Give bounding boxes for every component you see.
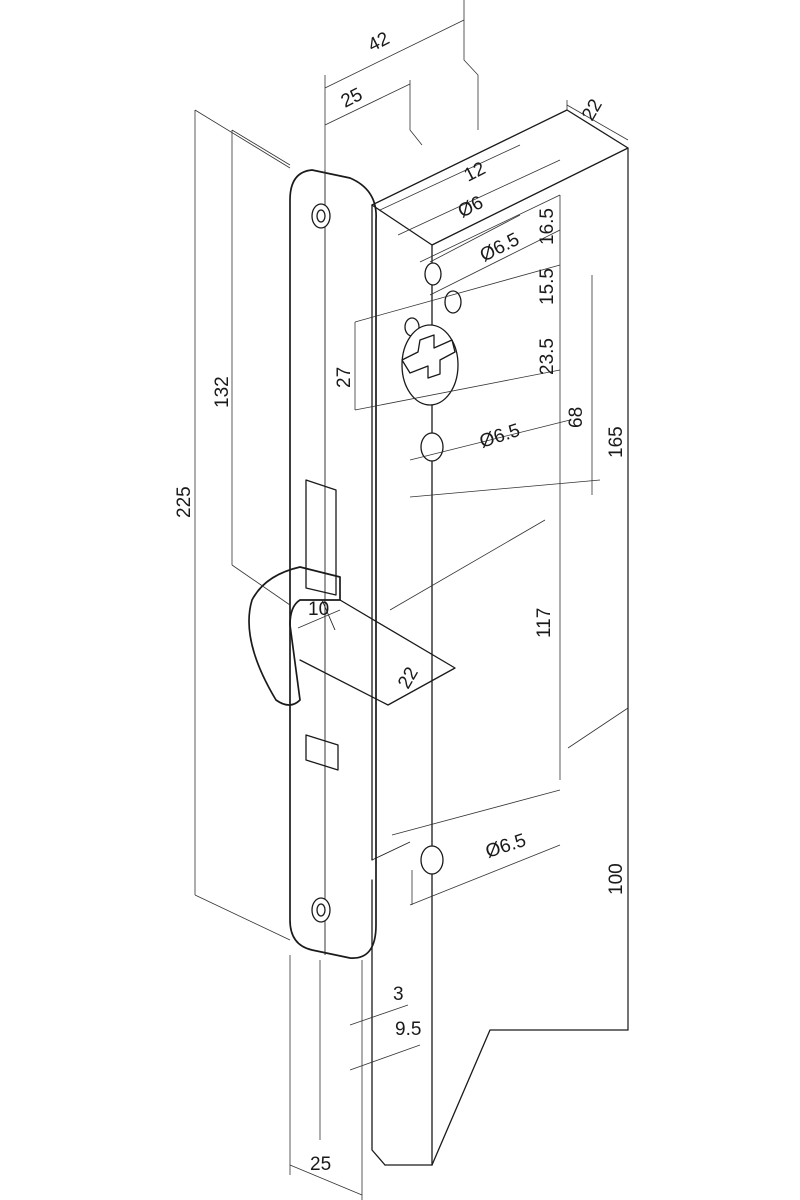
dim-hole-top-dia: Ø6	[455, 192, 487, 222]
dim-case-height-upper: 165	[606, 426, 627, 458]
hole-mid	[420, 432, 444, 462]
hole-second	[444, 290, 462, 314]
dim-offset-16-5: 16.5	[537, 208, 558, 245]
dim-latch-to-hole: 117	[534, 608, 555, 638]
dim-spacing-top: 12	[461, 158, 489, 186]
dim-case-height-lower: 100	[606, 863, 627, 895]
case-step-line	[371, 841, 411, 861]
faceplate	[289, 169, 377, 959]
dim-total-depth: 42	[365, 28, 393, 56]
latch-opening	[305, 479, 337, 596]
dim-offset-23-5: 23.5	[537, 338, 558, 375]
dim-hole-mid-dia: Ø6.5	[477, 229, 523, 266]
dim-cyl-height: 27	[334, 367, 355, 388]
lock-case	[371, 109, 629, 1166]
dim-faceplate-width: 25	[310, 1154, 331, 1175]
dimension-lines	[194, 0, 629, 1200]
dim-faceplate-height: 225	[174, 486, 195, 518]
dim-offset-15-5: 15.5	[537, 268, 558, 305]
case-lower-left-edge	[371, 879, 386, 1166]
hole-top	[424, 262, 442, 286]
spindle-cross	[401, 334, 456, 379]
latch-bolt-head	[248, 566, 341, 706]
dim-top-to-latch: 132	[212, 376, 233, 408]
case-holes	[401, 262, 462, 875]
faceplate-outline	[289, 169, 377, 959]
dim-latch-projection: 10	[308, 599, 329, 620]
dim-backset: 25	[338, 84, 366, 112]
dim-hole-lower-dia: Ø6.5	[477, 420, 523, 453]
faceplate-slot	[305, 734, 339, 771]
latch-bolt	[248, 566, 456, 706]
hole-bottom	[420, 845, 444, 875]
dim-hole-bottom-dia: Ø6.5	[483, 830, 529, 863]
case-top-front-edge	[431, 147, 629, 246]
dim-faceplate-inset: 3	[393, 984, 404, 1005]
case-bottom-taper	[431, 1029, 629, 1166]
dim-spindle-to-cyl: 68	[566, 407, 587, 428]
dim-faceplate-offset: 9.5	[395, 1019, 421, 1040]
faceplate-top-screw-inner	[316, 209, 326, 223]
cylinder-hole	[401, 324, 459, 406]
latch-bolt-body	[299, 599, 456, 706]
faceplate-bottom-screw-inner	[316, 903, 326, 917]
